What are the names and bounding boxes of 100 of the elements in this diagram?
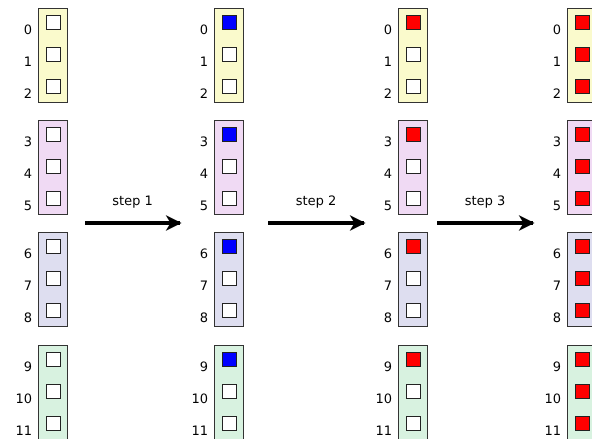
index-label: 0 [22,23,32,39]
cell-square [222,47,237,62]
cell-square [575,384,590,399]
cell-square [46,303,61,318]
cell-square [222,416,237,431]
index-label: 7 [552,279,561,295]
index-label: 7 [22,279,32,295]
index-label: 6 [198,247,208,263]
cell-square [406,384,421,399]
group-box [38,232,68,327]
index-label: 9 [198,360,208,376]
cell-square [46,127,61,142]
index-label: 2 [382,87,392,103]
group-box [38,345,68,439]
index-label: 9 [22,360,32,376]
cell-square [406,271,421,286]
index-label: 5 [22,199,32,215]
cell-square [406,191,421,206]
cell-square [222,159,237,174]
cell-square [222,239,237,254]
index-label: 3 [552,135,561,151]
cell-square [46,416,61,431]
cell-square [46,191,61,206]
arrow [85,215,182,231]
index-label: 8 [552,311,561,327]
index-label: 10 [190,392,208,408]
index-label: 10 [14,392,32,408]
group-box [38,8,68,103]
index-label: 1 [382,55,392,71]
cell-square [406,159,421,174]
index-label: 5 [382,199,392,215]
arrow [437,215,535,231]
cell-square [46,79,61,94]
group-box [214,8,244,103]
index-label: 11 [543,424,561,439]
group-box [398,120,428,215]
index-label: 3 [22,135,32,151]
cell-square [406,239,421,254]
index-label: 9 [382,360,392,376]
cell-square [46,15,61,30]
index-label: 6 [552,247,561,263]
cell-square [222,352,237,367]
index-label: 3 [198,135,208,151]
cell-square [222,79,237,94]
index-label: 11 [14,424,32,439]
index-label: 4 [382,167,392,183]
index-label: 11 [190,424,208,439]
index-label: 3 [382,135,392,151]
index-label: 8 [382,311,392,327]
index-label: 9 [552,360,561,376]
cell-square [575,416,590,431]
cell-square [575,303,590,318]
cell-square [46,384,61,399]
cell-square [406,47,421,62]
cell-square [575,47,590,62]
cell-square [406,352,421,367]
index-label: 4 [552,167,561,183]
index-label: 7 [382,279,392,295]
index-label: 10 [543,392,561,408]
index-label: 5 [198,199,208,215]
index-label: 2 [198,87,208,103]
cell-square [575,79,590,94]
cell-square [222,127,237,142]
index-label: 0 [382,23,392,39]
index-label: 4 [198,167,208,183]
group-box [214,120,244,215]
cell-square [222,384,237,399]
group-box [398,8,428,103]
cell-square [46,159,61,174]
cell-square [575,191,590,206]
cell-square [222,15,237,30]
cell-square [575,159,590,174]
index-label: 1 [198,55,208,71]
cell-square [222,191,237,206]
group-box [214,232,244,327]
cell-square [46,239,61,254]
group-box [38,120,68,215]
index-label: 10 [374,392,392,408]
index-label: 6 [22,247,32,263]
cell-square [575,127,590,142]
cell-square [575,352,590,367]
cell-square [575,15,590,30]
index-label: 1 [22,55,32,71]
group-box [214,345,244,439]
index-label: 0 [198,23,208,39]
index-label: 8 [22,311,32,327]
cell-square [575,239,590,254]
index-label: 4 [22,167,32,183]
arrow [268,215,366,231]
cell-square [406,15,421,30]
cell-square [406,416,421,431]
index-label: 2 [22,87,32,103]
group-box [398,345,428,439]
index-label: 5 [552,199,561,215]
group-box [567,232,592,327]
cell-square [406,79,421,94]
group-box [398,232,428,327]
index-label: 2 [552,87,561,103]
cell-square [46,271,61,286]
index-label: 0 [552,23,561,39]
